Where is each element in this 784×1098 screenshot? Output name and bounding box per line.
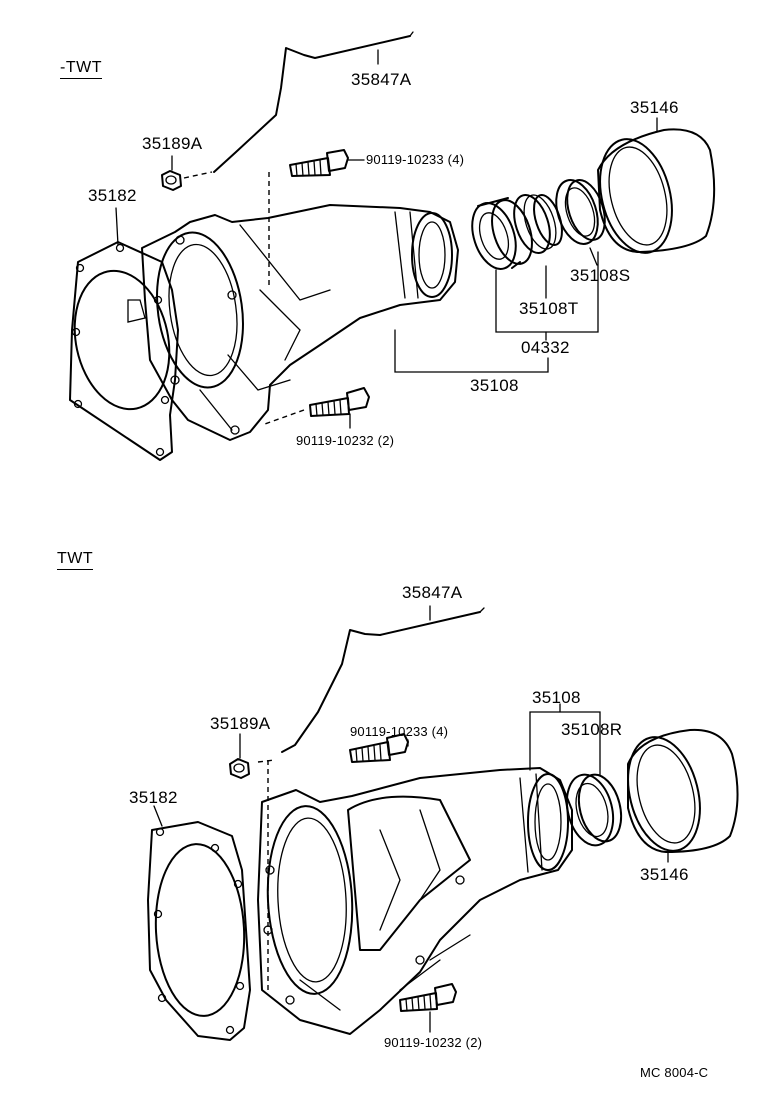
- top-breather-pipe: [213, 31, 414, 173]
- bottom-seal-r: [565, 773, 623, 847]
- bottom-label-seal-r: 35108R: [561, 720, 623, 739]
- top-leader-lines: [115, 49, 658, 429]
- section-label-twt: TWT: [57, 551, 94, 570]
- bottom-breather-pipe: [281, 607, 485, 753]
- top-bolt-upper: [268, 149, 349, 286]
- top-assembly: [69, 31, 716, 461]
- bottom-bolt-upper: [267, 733, 409, 990]
- bottom-label-bolt-lower: 90119-10232 (2): [384, 1035, 483, 1050]
- bottom-assembly: [147, 605, 739, 1041]
- bottom-leader-lines: [153, 605, 669, 1033]
- top-nut: [161, 170, 213, 191]
- top-dust-cover: [597, 128, 716, 254]
- bottom-nut: [229, 758, 276, 779]
- top-label-seal-t: 35108T: [519, 299, 579, 318]
- top-label-housing: 35108: [470, 376, 519, 395]
- top-label-dust-cover: 35146: [630, 98, 679, 117]
- bottom-label-housing: 35108: [532, 688, 581, 707]
- bottom-label-dust-cover: 35146: [640, 865, 689, 884]
- top-label-bolt-lower: 90119-10232 (2): [296, 433, 395, 448]
- top-label-breather-pipe: 35847A: [351, 70, 412, 89]
- top-label-kit: 04332: [521, 338, 570, 357]
- bottom-label-bolt-upper: 90119-10233 (4): [350, 724, 449, 739]
- bottom-dust-cover: [627, 728, 739, 853]
- top-label-seal-s: 35108S: [570, 266, 631, 285]
- top-label-gasket: 35182: [88, 186, 137, 205]
- bottom-gasket: [147, 821, 251, 1041]
- bottom-bolt-lower: [399, 983, 457, 1012]
- top-label-bolt-upper: 90119-10233 (4): [366, 152, 465, 167]
- top-seal-1: [471, 197, 533, 270]
- bottom-extension-housing: [257, 767, 573, 1035]
- bottom-label-gasket: 35182: [129, 788, 178, 807]
- top-bolt-lower: [261, 387, 370, 426]
- section-label-non-twt: -TWT: [60, 60, 102, 79]
- top-seal-2: [513, 193, 563, 254]
- top-extension-housing: [141, 204, 459, 441]
- figure-code: MC 8004-C: [640, 1065, 709, 1080]
- bottom-label-nut: 35189A: [210, 714, 271, 733]
- top-label-nut: 35189A: [142, 134, 203, 153]
- top-gasket: [69, 241, 179, 461]
- bottom-label-breather-pipe: 35847A: [402, 583, 463, 602]
